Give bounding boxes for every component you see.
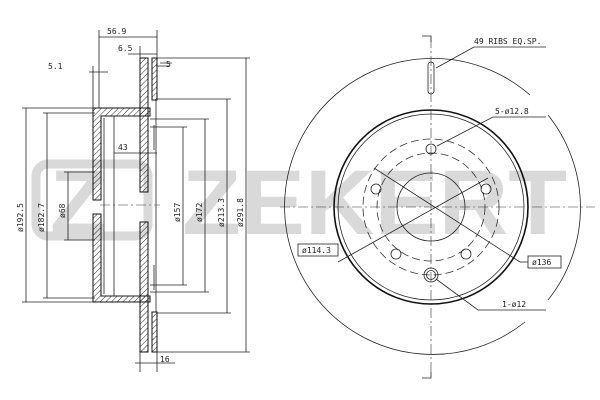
callout-locating-hole: 1-ø12 xyxy=(502,300,526,309)
callout-bolt-holes: 5-ø12.8 xyxy=(495,107,529,116)
bolt-hole xyxy=(480,183,492,195)
top-dimension-lines xyxy=(89,30,172,108)
front-view: 49 RIBS EQ.SP. 5-ø12.8 ø114.3 ø136 1-ø12 xyxy=(280,35,595,379)
callout-ribs: 49 RIBS EQ.SP. xyxy=(474,37,541,46)
dim-d192-5: ø192.5 xyxy=(16,203,25,232)
dim-d172: ø172 xyxy=(195,203,204,222)
bolt-hole xyxy=(370,183,382,195)
bolt-hole xyxy=(390,248,402,260)
pcd-box xyxy=(297,243,339,257)
ribs-leader xyxy=(435,46,546,69)
dim-line-16 xyxy=(135,352,175,372)
watermark-logo-box xyxy=(31,159,153,241)
locating-hole-leader xyxy=(435,278,546,311)
dim-d157: ø157 xyxy=(173,203,182,222)
dim-d182-7: ø182.7 xyxy=(37,203,46,232)
dim-hat-depth: 43 xyxy=(118,143,128,152)
dim-d291-8: ø291.8 xyxy=(236,198,245,227)
zekert-watermark: Z ZEKERT xyxy=(31,152,567,254)
dim-friction-offset: 6.5 xyxy=(118,44,133,53)
d136-box xyxy=(527,255,562,269)
callout-d136: ø136 xyxy=(532,258,551,267)
dim-hat-thickness: 5.1 xyxy=(48,62,63,71)
dim-outer-plate: 5 xyxy=(166,60,171,69)
inner-friction-plate xyxy=(139,57,149,353)
outer-disc-edge xyxy=(284,58,531,355)
hat-inner-lines xyxy=(101,100,157,312)
bolt-holes-leader xyxy=(436,116,546,147)
dim-disc-thickness: 16 xyxy=(160,355,170,364)
side-section-view: 56.9 6.5 5.1 5 43 16 ø192.5 ø182.7 ø68 ø… xyxy=(16,27,250,372)
dim-d68: ø68 xyxy=(58,203,67,218)
dim-overall-width: 56.9 xyxy=(107,27,126,36)
callout-pcd: ø114.3 xyxy=(302,246,331,255)
dim-d213-3: ø213.3 xyxy=(217,198,226,227)
diameter-leader-lines xyxy=(337,167,521,263)
diameter-dimension-lines xyxy=(22,57,250,353)
section-marks xyxy=(422,35,432,379)
outer-disc-edge-broken xyxy=(547,114,581,301)
front-centerlines xyxy=(280,38,595,375)
bolt-hole xyxy=(460,248,472,260)
